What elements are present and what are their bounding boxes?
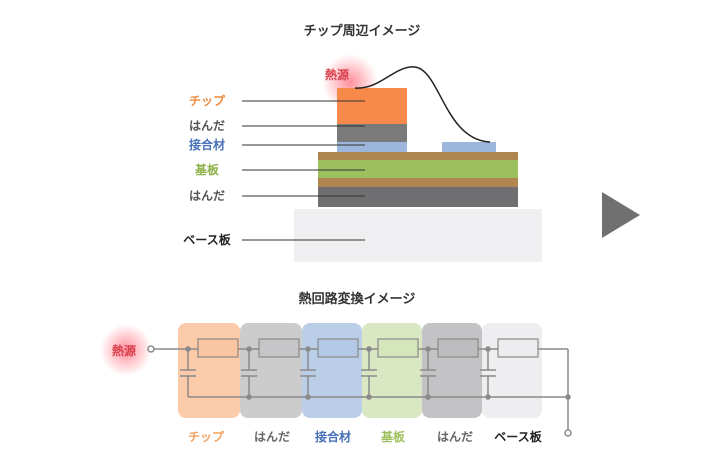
bond-wire [354, 66, 491, 143]
circuit-label-chip: チップ [188, 429, 225, 444]
capacitor [361, 346, 377, 400]
circuit-label-substrate: 基板 [380, 429, 406, 444]
capacitor [480, 346, 496, 400]
resistor [197, 338, 239, 358]
layer-labels: チップ はんだ 接合材 基板 はんだ ベース板 [183, 93, 231, 247]
capacitor [420, 346, 436, 400]
bottom-title: 熱回路変換イメージ [299, 291, 416, 307]
substrate-top-copper [318, 152, 518, 160]
circuit-label-bond: 接合材 [315, 429, 351, 444]
capacitor [300, 346, 316, 400]
resistor [258, 338, 300, 358]
label-substrate: 基板 [194, 162, 220, 177]
capacitor [180, 346, 196, 397]
resistor [377, 338, 419, 358]
label-base: ベース板 [183, 232, 231, 247]
substrate-core [318, 160, 518, 178]
solder-upper [337, 124, 407, 142]
resistors [197, 338, 539, 358]
resistor [497, 338, 539, 358]
circuit-heat-source-label: 熱源 [112, 343, 136, 358]
label-chip: チップ [189, 93, 226, 108]
circuit-label-solder-lower: はんだ [437, 430, 473, 444]
circuit-labels: チップ はんだ 接合材 基板 はんだ ベース板 [188, 429, 543, 444]
heat-source-label: 熱源 [325, 67, 349, 82]
circuit-label-base: ベース板 [494, 429, 542, 444]
substrate-bottom-copper [318, 178, 518, 187]
base-plate [294, 209, 542, 262]
top-title: チップ周辺イメージ [304, 24, 421, 39]
bond-material-pad [442, 142, 496, 152]
resistor [437, 338, 479, 358]
arrow-right-icon [602, 192, 640, 238]
circuit-label-solder: はんだ [254, 430, 290, 444]
solder-lower [318, 187, 518, 207]
heat-glow-circuit [100, 324, 152, 376]
resistor [317, 338, 359, 358]
bond-material [337, 142, 407, 152]
label-solder: はんだ [189, 119, 225, 133]
capacitor [241, 346, 257, 400]
chip [337, 88, 407, 124]
capacitors [180, 346, 571, 400]
label-solder-lower: はんだ [189, 189, 225, 203]
label-bond: 接合材 [189, 137, 225, 152]
leader-lines [242, 100, 365, 241]
